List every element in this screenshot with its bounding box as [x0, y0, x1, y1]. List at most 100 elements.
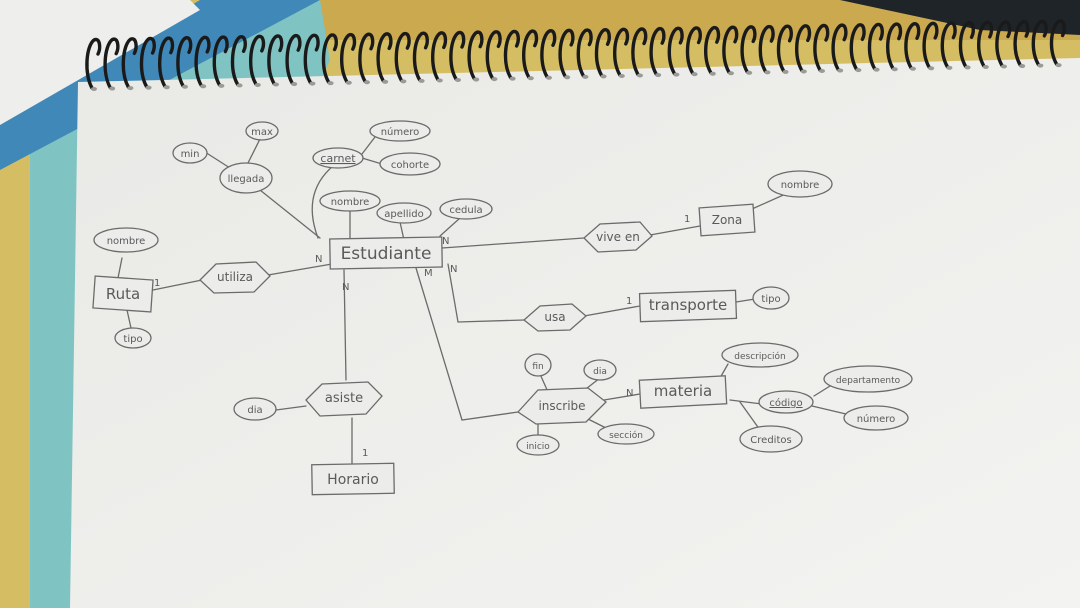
spiral-coil [776, 24, 793, 73]
spiral-coil [722, 25, 739, 74]
spiral-hole [163, 85, 170, 90]
spiral-coil [522, 29, 539, 79]
entity-ruta: Ruta [92, 275, 154, 313]
spiral-hole [746, 70, 753, 75]
attribute-numero-codigo: número [843, 405, 909, 431]
spiral-hole [509, 76, 516, 81]
svg-text:usa: usa [544, 310, 565, 324]
spiral-hole [1019, 64, 1026, 69]
attribute-nombre-zona: nombre [767, 170, 833, 198]
spiral-coil [303, 33, 320, 85]
white-sheet [0, 0, 200, 125]
spiral-hole [600, 74, 607, 79]
spiral-hole [309, 81, 316, 86]
attribute-tipo-ruta: tipo [114, 327, 152, 349]
attribute-numero-carnet: número [369, 120, 431, 142]
svg-text:código: código [769, 397, 802, 409]
spiral-hole [491, 77, 498, 82]
spiral-hole [455, 78, 461, 82]
svg-text:dia: dia [593, 367, 607, 377]
spiral-coil [449, 30, 466, 81]
spiral-coil [740, 25, 757, 74]
spiral-hole [691, 72, 698, 77]
card-horario-asiste: 1 [362, 448, 368, 459]
spiral-hole [673, 72, 680, 77]
relationship-utiliza: utiliza [199, 261, 271, 294]
attribute-departamento: departamento [823, 365, 913, 393]
attribute-dia-inscribe: dia [583, 359, 617, 381]
spiral-hole [582, 74, 589, 79]
spiral-hole [655, 73, 662, 78]
card-est-usa: N [450, 264, 457, 275]
relationship-asiste: asiste [305, 381, 383, 417]
svg-text:sección: sección [609, 430, 643, 441]
attribute-cedula: cedula [439, 198, 493, 220]
card-est-utiliza: N [315, 254, 322, 265]
attribute-apellido: apellido [376, 202, 432, 224]
spiral-coil [103, 37, 120, 90]
spiral-coil [886, 22, 903, 70]
svg-text:min: min [181, 149, 200, 160]
spiral-coil [813, 23, 830, 72]
entity-transporte: transporte [638, 289, 738, 323]
attribute-llegada: llegada [219, 162, 273, 194]
spiral-coil [995, 20, 1012, 68]
spiral-coil [977, 20, 994, 68]
spiral-coil [649, 26, 666, 76]
spiral-hole [345, 80, 352, 85]
attribute-dia-asiste: dia [233, 397, 277, 421]
spiral-coil [158, 36, 175, 88]
spiral-hole [418, 78, 425, 83]
spiral-hole [254, 82, 261, 87]
spiral-hole [182, 84, 188, 89]
attribute-max: max [245, 121, 279, 141]
svg-text:descripción: descripción [734, 351, 785, 362]
svg-text:utiliza: utiliza [217, 270, 253, 284]
spiral-hole [527, 76, 534, 81]
spiral-coil [321, 33, 338, 84]
spiral-coil [904, 22, 921, 70]
card-zona-vive: 1 [684, 214, 690, 225]
entity-estudiante: Estudiante [329, 236, 443, 270]
svg-text:vive en: vive en [596, 230, 640, 244]
spiral-coil [230, 35, 247, 87]
spiral-coil [613, 27, 630, 77]
svg-text:Horario: Horario [327, 472, 379, 488]
svg-text:departamento: departamento [836, 376, 901, 386]
svg-text:nombre: nombre [781, 180, 820, 191]
spiral-hole [218, 83, 225, 88]
spiral-coil [431, 31, 448, 82]
spiral-hole [1055, 63, 1062, 68]
svg-text:nombre: nombre [331, 197, 370, 208]
spiral-hole [109, 86, 116, 91]
spiral-coil [139, 36, 156, 89]
attribute-carnet: carnet [312, 147, 364, 169]
spiral-coil [922, 21, 939, 69]
attribute-nombre-estudiante: nombre [319, 190, 381, 212]
svg-text:dia: dia [247, 405, 262, 416]
spiral-coil [704, 25, 721, 75]
spiral-coil [540, 29, 557, 79]
spiral-hole [1037, 63, 1044, 68]
svg-text:nombre: nombre [107, 236, 146, 247]
spiral-coil [1049, 19, 1066, 66]
spiral-coil [394, 31, 411, 83]
spiral-coil [249, 34, 266, 86]
spiral-coil [558, 28, 575, 78]
svg-text:Estudiante: Estudiante [341, 244, 432, 264]
svg-text:cohorte: cohorte [391, 160, 429, 171]
spiral-hole [291, 82, 298, 87]
spiral-hole [728, 71, 734, 76]
attribute-descripcion: descripción [721, 342, 799, 368]
spiral-coil [212, 35, 229, 87]
entity-zona: Zona [698, 203, 756, 237]
spiral-coil [412, 31, 429, 82]
spiral-coil [594, 28, 611, 78]
spiral-coil [467, 30, 484, 81]
spiral-hole [855, 68, 862, 73]
spiral-coil [285, 33, 302, 85]
card-est-vive: N [442, 236, 449, 247]
attribute-nombre-ruta: nombre [93, 227, 159, 253]
spiral-coil [849, 23, 866, 71]
